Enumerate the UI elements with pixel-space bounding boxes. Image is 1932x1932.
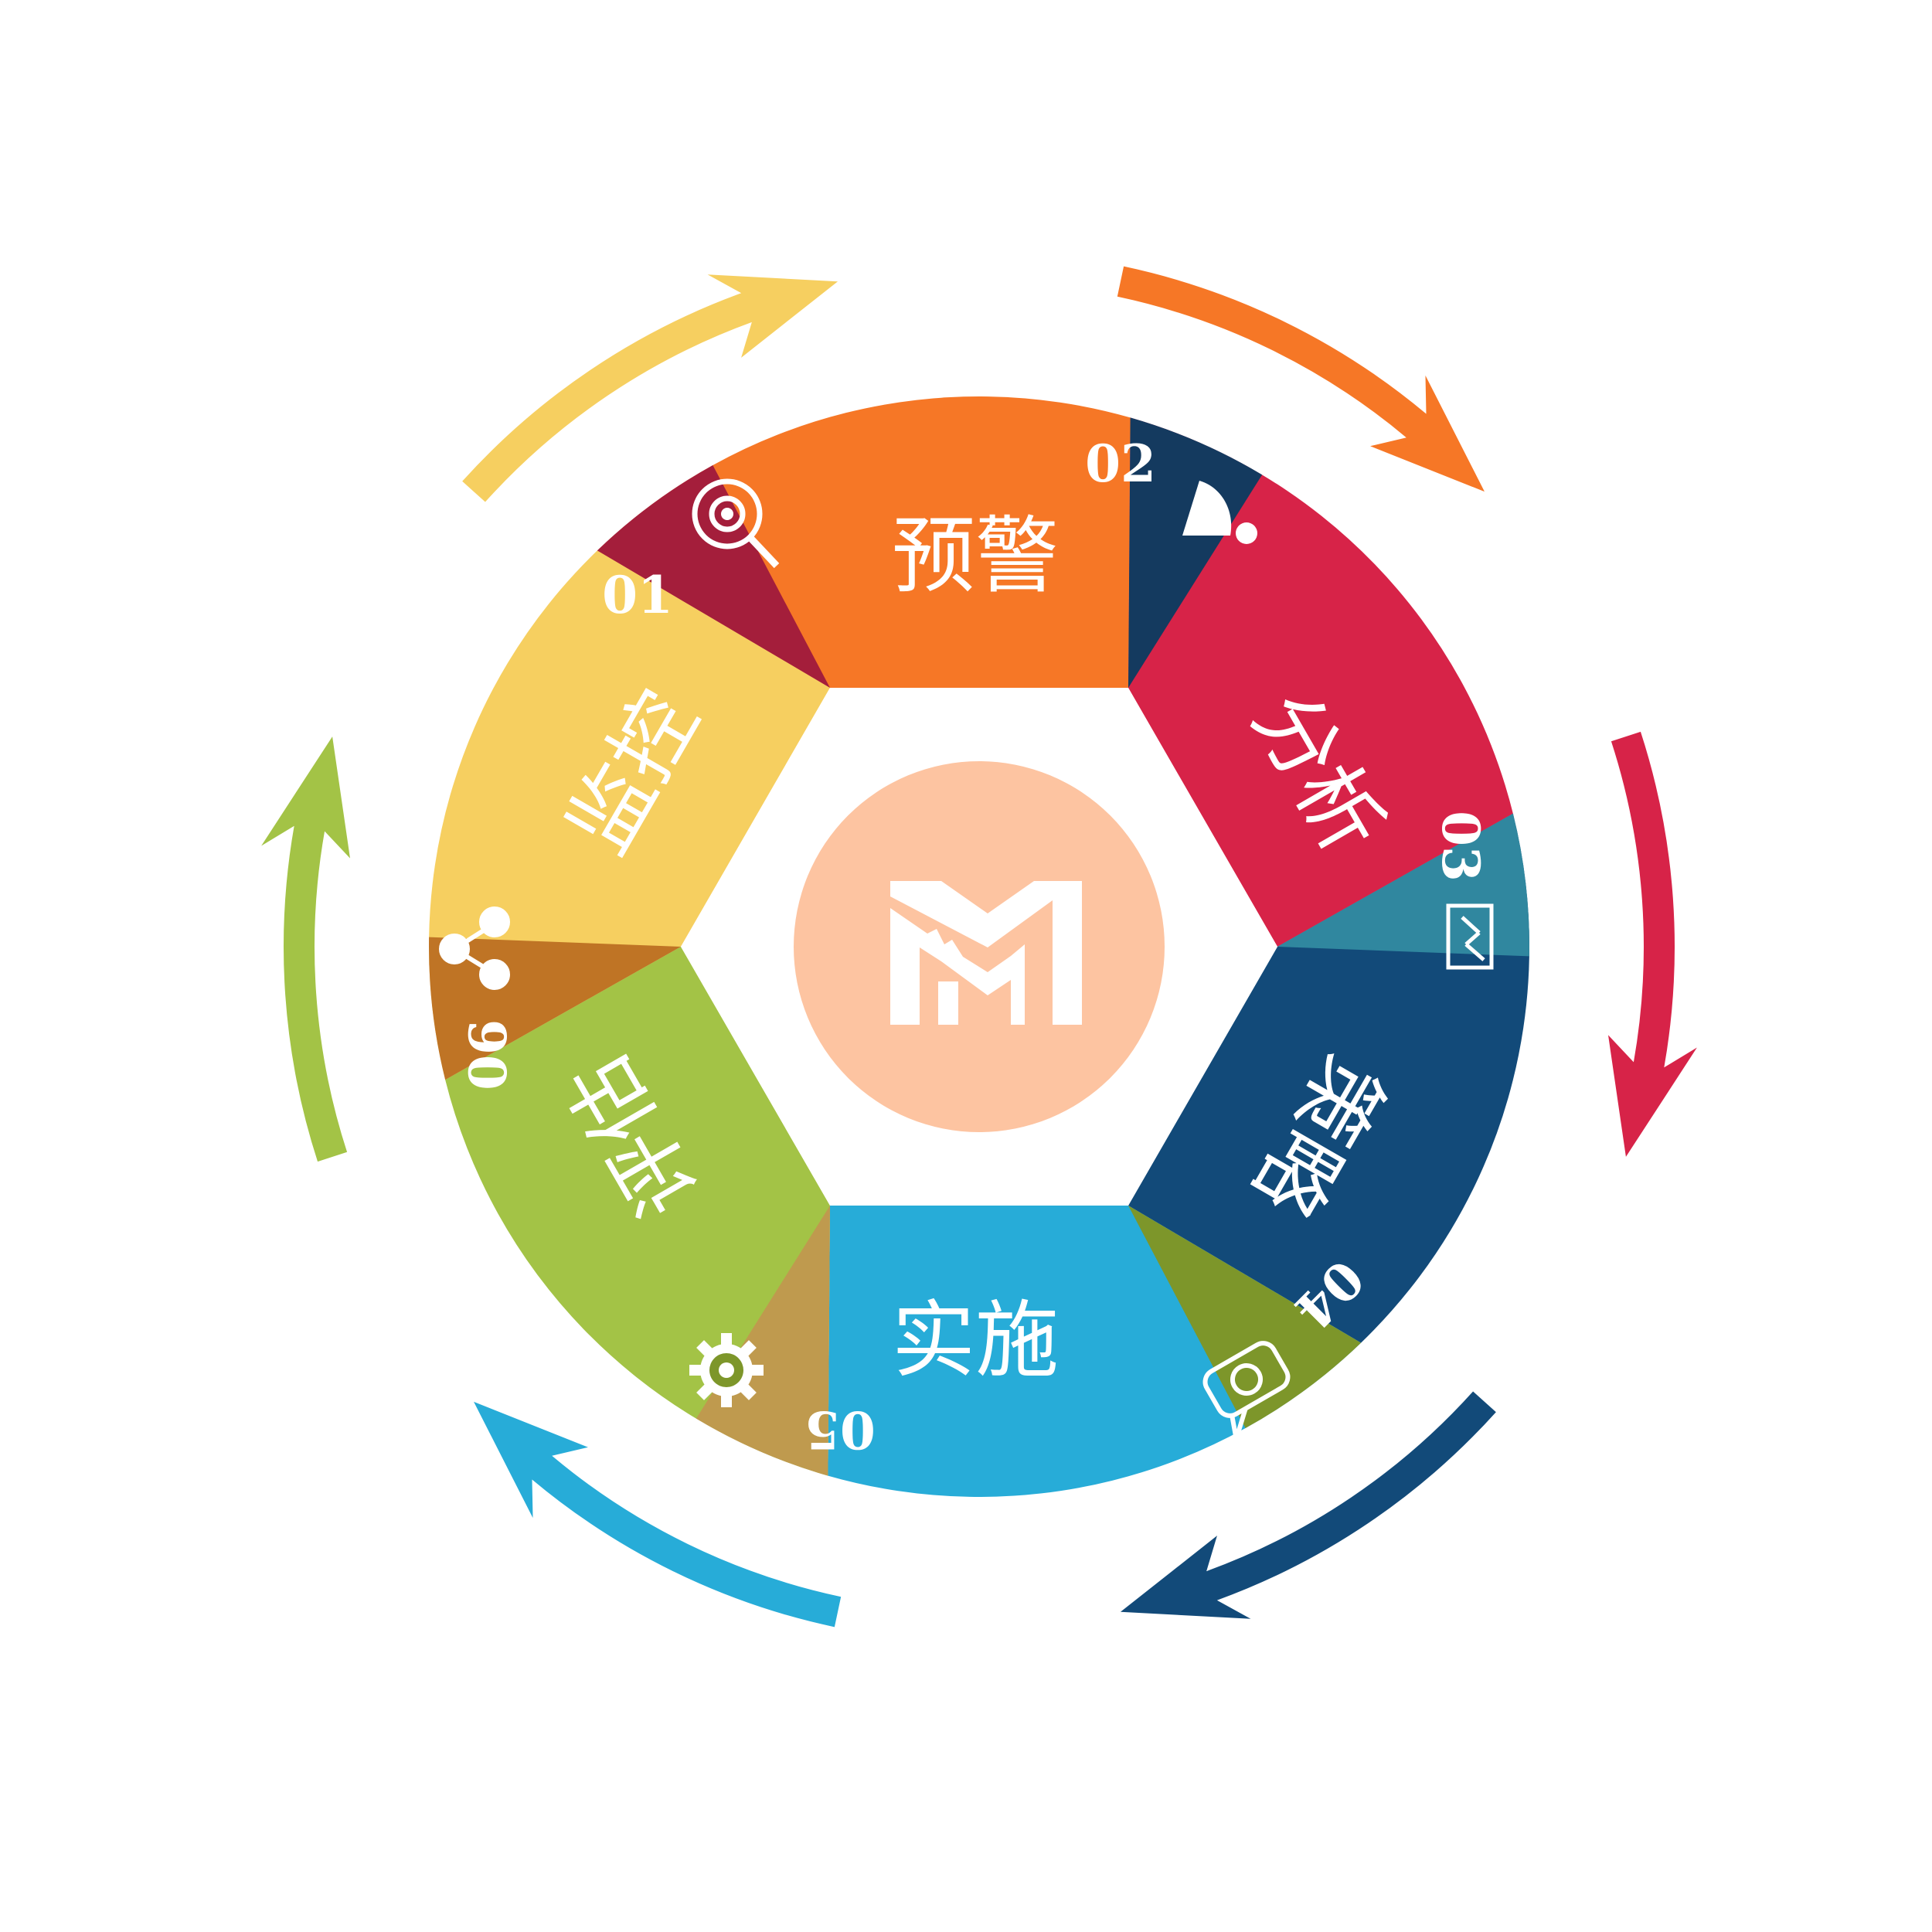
cycle-arrows [261, 266, 1697, 1628]
number-05: 05 [804, 1400, 876, 1460]
segment-evaluate [445, 947, 830, 1476]
share-icon [439, 906, 510, 990]
label-warning: 预警 [892, 509, 1059, 605]
arrow-navy [1120, 1391, 1496, 1619]
gear-icon [689, 1333, 764, 1407]
accent-wedge-6 [696, 1206, 830, 1476]
accent-wedge-3 [1128, 417, 1263, 688]
arrow-yellow [462, 274, 838, 502]
number-06: 06 [458, 1019, 519, 1090]
magnifier-icon [692, 478, 780, 569]
arrow-blue [474, 1401, 842, 1628]
label-implement: 实施 [892, 1293, 1059, 1389]
money-bubble-icon [1202, 1341, 1291, 1440]
accent-wedge-2 [597, 464, 830, 688]
number-02: 02 [1085, 434, 1156, 494]
accent-wedge-5 [1128, 1206, 1362, 1429]
bar-chart-icon [1446, 903, 1494, 970]
arrow-green [261, 736, 350, 1162]
m-logo-icon [890, 881, 1082, 1025]
segment-analysis [1128, 417, 1513, 947]
number-03: 03 [1430, 811, 1491, 882]
person-icon [1182, 481, 1257, 544]
number-01: 01 [602, 565, 673, 625]
center-circle [794, 761, 1165, 1132]
arrow-orange [1117, 266, 1485, 492]
arrow-red [1608, 731, 1697, 1157]
